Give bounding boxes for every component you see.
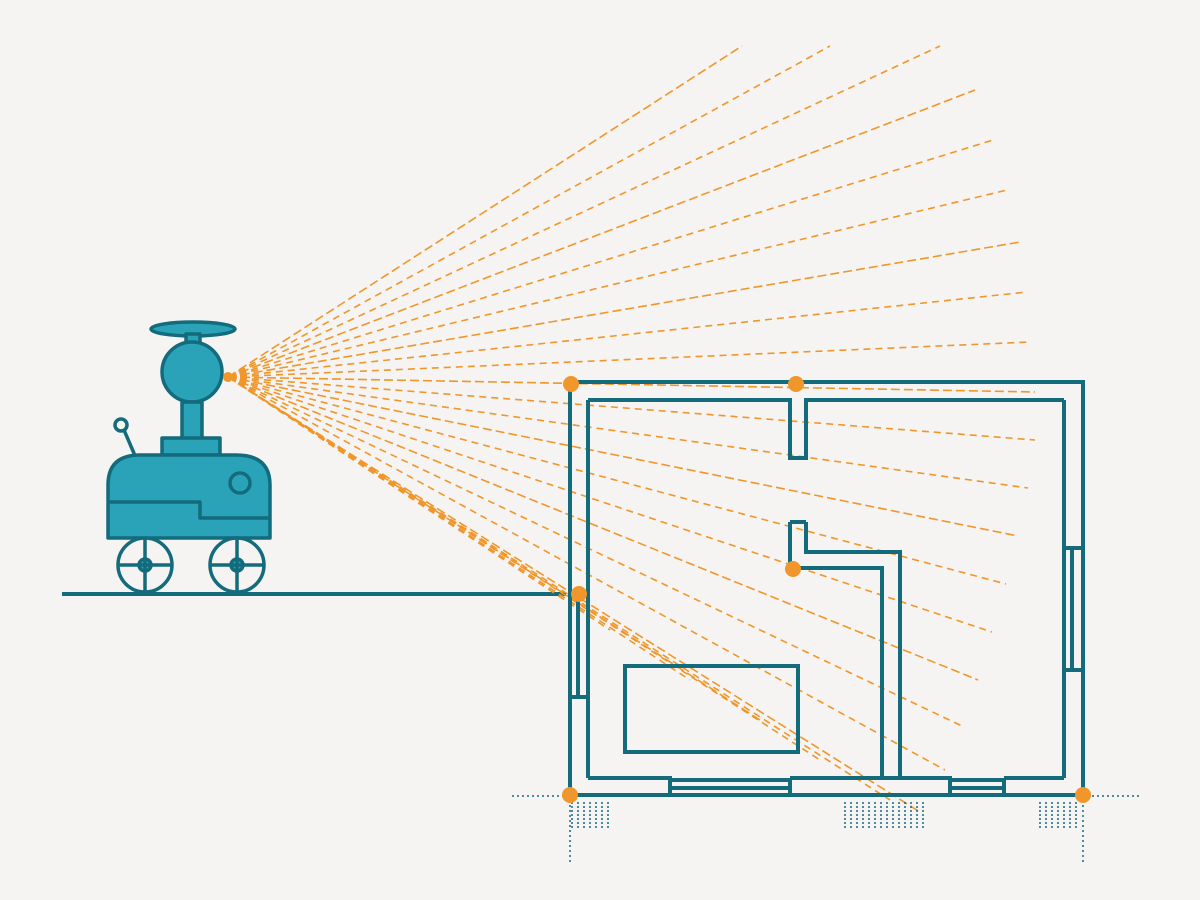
- marker-left-wall: [571, 586, 587, 602]
- scan-ray: [227, 291, 1028, 378]
- inner-wall-top: [588, 398, 1064, 460]
- bottom-wall-segment: [788, 778, 1006, 795]
- wheel-icon: [208, 536, 266, 594]
- scan-ray: [227, 89, 976, 378]
- floor-plan: [568, 380, 1085, 797]
- scan-ray: [227, 45, 831, 378]
- scan-ray: [227, 376, 1036, 441]
- lidar-emitter: [223, 372, 233, 382]
- scan-ray: [227, 376, 979, 681]
- inner-wall-right: [1062, 400, 1083, 550]
- foundation-hatching: [512, 795, 1140, 862]
- marker-partition: [785, 561, 801, 577]
- lidar-scan-rays: [227, 45, 1036, 813]
- outer-wall-top: [570, 380, 1085, 795]
- antenna-icon: [122, 429, 138, 459]
- scan-ray: [227, 376, 1019, 537]
- marker-bottom-right: [1075, 787, 1091, 803]
- marker-bottom-left: [562, 787, 578, 803]
- antenna-tip: [113, 417, 129, 433]
- inner-wall-bottom: [588, 776, 1064, 795]
- scan-ray: [227, 376, 963, 727]
- scan-ray: [227, 376, 1007, 585]
- scan-ray: [227, 45, 941, 378]
- ground-hatch-marks: [571, 802, 1077, 828]
- scan-ray: [227, 189, 1008, 378]
- wheel-icon: [116, 536, 174, 594]
- scan-ray: [227, 376, 891, 801]
- scan-ray: [227, 45, 743, 378]
- furniture-table: [623, 664, 800, 754]
- scan-ray: [227, 376, 1029, 489]
- robot-eye-icon: [228, 471, 252, 495]
- interior-partition: [788, 520, 902, 778]
- scan-ray: [227, 376, 691, 681]
- left-window: [570, 598, 590, 699]
- scan-ray: [227, 341, 1031, 378]
- robot: [106, 320, 272, 594]
- marker-top-left: [563, 376, 579, 392]
- robot-neck: [180, 400, 204, 442]
- robot-neck-base: [160, 436, 222, 457]
- sensor-head-icon: [160, 340, 224, 404]
- marker-top-middle: [788, 376, 804, 392]
- right-window: [1062, 548, 1083, 672]
- scan-ray: [227, 139, 994, 378]
- scan-ray: [227, 376, 993, 633]
- robot-body: [106, 453, 272, 540]
- scan-point-markers: [562, 376, 1091, 803]
- scan-ray: [227, 376, 1036, 393]
- scan-ray: [227, 241, 1021, 378]
- scan-ray: [227, 376, 611, 631]
- robot-body-panel-line: [108, 500, 270, 520]
- scan-ray: [227, 376, 761, 721]
